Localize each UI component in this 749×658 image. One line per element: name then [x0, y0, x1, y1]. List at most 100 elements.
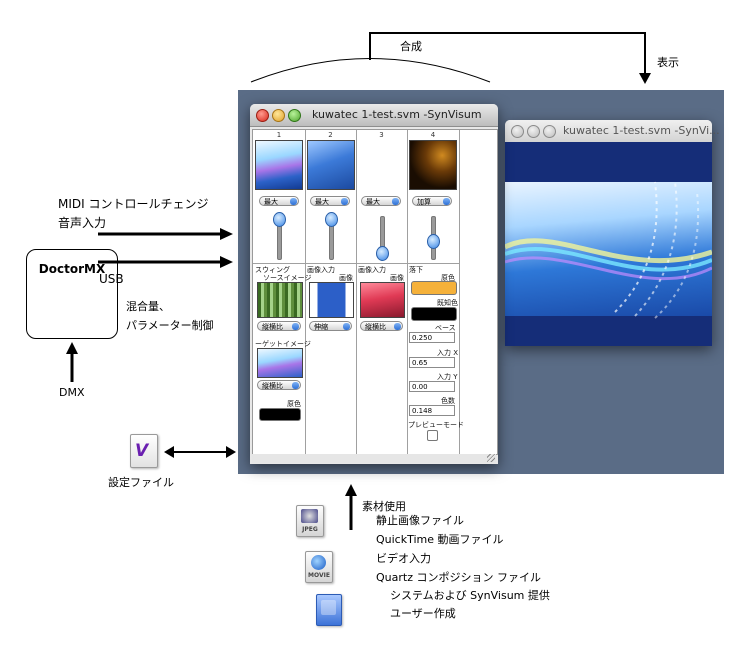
layer-column-2: 2 最大 画像入力 画像 伸縮 [305, 130, 357, 454]
fit-select-2-value: 伸縮 [314, 323, 328, 331]
blend-select-2-value: 最大 [315, 198, 329, 206]
display-label: 表示 [657, 56, 679, 69]
midi-arrowhead [220, 228, 233, 240]
column-divider [356, 263, 407, 264]
preview-minimize-button[interactable] [527, 125, 540, 138]
composite-to-display-line [369, 32, 646, 75]
zoom-button[interactable] [288, 109, 301, 122]
effect-label-2: 画像入力 [307, 266, 335, 274]
target-image-label: ーゲットイメージ [255, 340, 311, 348]
image-label-2: 画像 [339, 274, 353, 282]
resize-grip-icon[interactable] [487, 454, 495, 462]
mix-slider-knob-3[interactable] [376, 246, 389, 261]
mix-slider-knob-1[interactable] [273, 212, 286, 227]
settings-arrowhead-left [164, 446, 174, 458]
target-fit-select[interactable]: 縦横比 [257, 380, 301, 390]
select-arrows-icon [290, 198, 297, 205]
quartz-composition-icon [316, 594, 342, 626]
doctormx-name: DoctorMX [38, 262, 106, 276]
preview-close-button[interactable] [511, 125, 524, 138]
jpeg-icon-picture [301, 509, 318, 523]
minimize-button[interactable] [272, 109, 285, 122]
select-arrows-icon [341, 198, 348, 205]
base-color-well-1[interactable] [259, 408, 301, 421]
layer-column-4: 4 加算 落下 原色 既知色 ベース 0.250 入力 X 0.65 入力 Y … [407, 130, 464, 454]
preview-output-image [505, 142, 712, 346]
select-arrows-icon [292, 323, 299, 330]
colors-count-field[interactable]: 0.148 [409, 405, 455, 416]
layer-number-1: 1 [276, 131, 282, 139]
fill-color-label-4: 既知色 [437, 299, 458, 307]
layer-thumbnail-4[interactable] [409, 140, 457, 190]
fit-select-3[interactable]: 縦横比 [360, 321, 403, 331]
target-image-well[interactable] [257, 348, 303, 378]
source-image-well[interactable] [257, 282, 303, 318]
input-y-label: 入力 Y [437, 373, 458, 381]
select-arrows-icon [343, 323, 350, 330]
preview-window-title: kuwatec 1-test.svm -SynVi... [563, 124, 720, 137]
quartz-icon-shape [321, 600, 336, 615]
mix-amount-label: 混合量、 [126, 300, 170, 313]
composite-label: 合成 [400, 40, 422, 53]
layers-panel: 1 最大 スウィング ソースイメージ 縦横比 ーゲットイメージ 縦横比 原色 [252, 129, 498, 455]
preview-zoom-button[interactable] [543, 125, 556, 138]
layer-thumbnail-1[interactable] [255, 140, 303, 190]
target-fit-select-value: 縦横比 [262, 382, 283, 390]
main-titlebar[interactable]: kuwatec 1-test.svm -SynVisum [250, 104, 498, 127]
select-arrows-icon [394, 323, 401, 330]
settings-file-label: 設定ファイル [108, 476, 174, 489]
base-color-label-4: 原色 [441, 274, 455, 282]
blend-select-1-value: 最大 [264, 198, 278, 206]
material-quicktime: QuickTime 動画ファイル [376, 533, 504, 546]
image-well-3[interactable] [360, 282, 405, 318]
main-window: kuwatec 1-test.svm -SynVisum 1 最大 スウィング … [250, 104, 498, 464]
fill-color-well-4[interactable] [411, 307, 457, 321]
quicktime-icon [311, 555, 326, 570]
blend-select-3[interactable]: 最大 [361, 196, 401, 206]
colors-count-label: 色数 [441, 397, 455, 405]
material-video-input: ビデオ入力 [376, 552, 431, 565]
movie-file-icon: MOVIE [305, 551, 333, 583]
select-arrows-icon [443, 198, 450, 205]
select-arrows-icon [292, 382, 299, 389]
source-fit-select[interactable]: 縦横比 [257, 321, 301, 331]
preview-mode-checkbox[interactable] [427, 430, 438, 441]
mix-slider-knob-2[interactable] [325, 212, 338, 227]
input-x-field[interactable]: 0.65 [409, 357, 455, 368]
preview-titlebar[interactable]: kuwatec 1-test.svm -SynVi... [505, 120, 720, 143]
material-user-created: ユーザー作成 [390, 607, 456, 620]
base-param-field[interactable]: 0.250 [409, 332, 455, 343]
source-fit-select-value: 縦横比 [262, 323, 283, 331]
column-divider [305, 263, 356, 264]
dmx-label: DMX [59, 386, 85, 399]
main-window-title: kuwatec 1-test.svm -SynVisum [312, 108, 482, 121]
image-label-3: 画像 [390, 274, 404, 282]
layer-thumbnail-2[interactable] [307, 140, 355, 190]
jpeg-file-icon: JPEG [296, 505, 324, 537]
image-well-2[interactable] [309, 282, 354, 318]
settings-file-icon-letter: V [135, 441, 149, 461]
doctormx-device: DoctorMX [26, 249, 118, 339]
blend-select-4[interactable]: 加算 [412, 196, 452, 206]
close-button[interactable] [256, 109, 269, 122]
blend-select-4-value: 加算 [417, 198, 431, 206]
base-color-well-4[interactable] [411, 281, 457, 295]
settings-arrowhead-right [226, 446, 236, 458]
fit-select-2[interactable]: 伸縮 [309, 321, 352, 331]
layer-column-1: 1 最大 スウィング ソースイメージ 縦横比 ーゲットイメージ 縦横比 原色 [253, 130, 312, 454]
material-still-image: 静止画像ファイル [376, 514, 464, 527]
mix-slider-knob-4[interactable] [427, 234, 440, 249]
blend-select-1[interactable]: 最大 [259, 196, 299, 206]
blend-select-3-value: 最大 [366, 198, 380, 206]
usb-arrowhead [220, 256, 233, 268]
midi-label: MIDI コントロールチェンジ [58, 197, 209, 211]
preview-window: kuwatec 1-test.svm -SynVi... [505, 120, 720, 346]
blend-select-2[interactable]: 最大 [310, 196, 350, 206]
input-x-label: 入力 X [437, 349, 459, 357]
input-y-field[interactable]: 0.00 [409, 381, 455, 392]
fit-select-3-value: 縦横比 [365, 323, 386, 331]
select-arrows-icon [392, 198, 399, 205]
column-divider [253, 263, 305, 264]
settings-file-icon: V [130, 434, 158, 468]
